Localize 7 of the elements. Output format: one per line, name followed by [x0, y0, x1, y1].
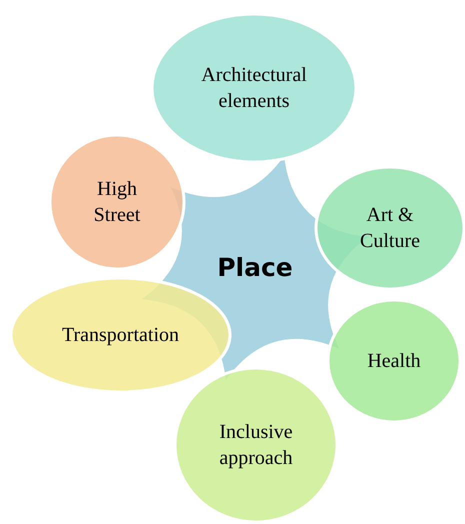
topic-label: Health	[366, 349, 422, 374]
topic-label: High Street	[92, 177, 142, 228]
topic-label: Transportation	[60, 323, 180, 348]
topic-label: Art & Culture	[359, 203, 421, 254]
topic-label: Architectural elements	[200, 63, 308, 114]
center-label: Place	[216, 255, 294, 281]
topic-label: Inclusive approach	[218, 420, 294, 471]
